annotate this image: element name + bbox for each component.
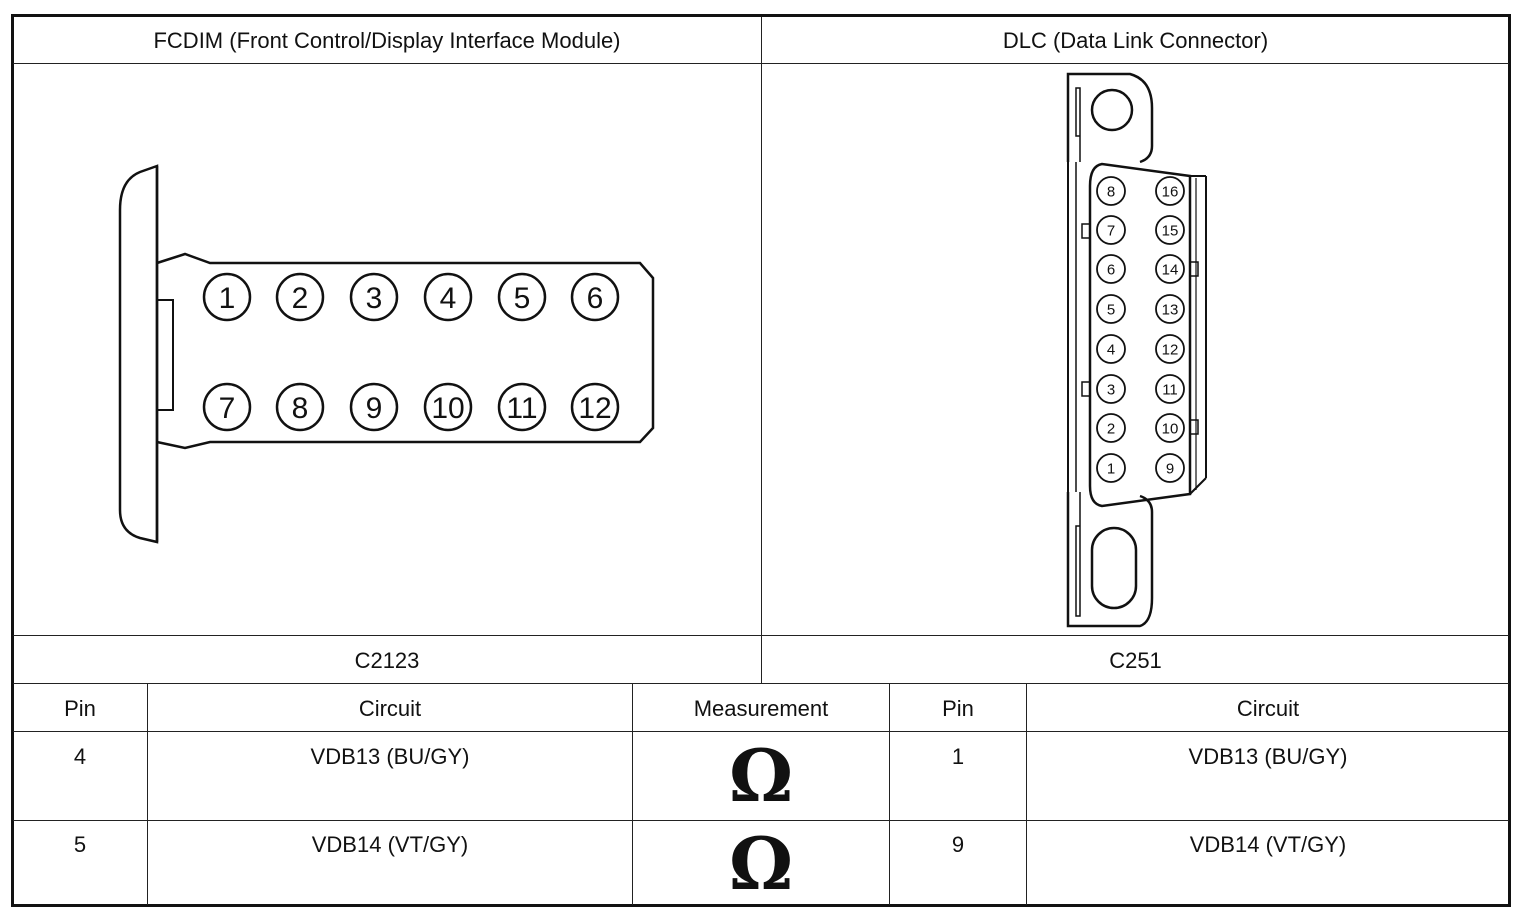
fcdim-pin-label-7: 7: [219, 392, 236, 425]
fcdim-pin-label-9: 9: [366, 392, 383, 425]
dlc-pin-label-1: 1: [1107, 460, 1115, 477]
fcdim-pin-label-11: 11: [506, 392, 537, 425]
dlc-pin-5: [1096, 294, 1126, 324]
center-divider: [761, 17, 762, 684]
dlc-pin-label-15: 15: [1162, 222, 1179, 239]
fcdim-pin-9: [349, 382, 399, 432]
dlc-pin-8: [1096, 176, 1126, 206]
dlc-pin-label-3: 3: [1107, 381, 1115, 398]
fcdim-pin-label-6: 6: [587, 282, 604, 315]
fcdim-connector-id: C2123: [354, 648, 420, 673]
row2-ohm-symbol: Ω: [728, 821, 794, 906]
dlc-pin-label-5: 5: [1107, 301, 1115, 318]
fcdim-pin-8: [275, 382, 325, 432]
fcdim-pin-12: [570, 382, 620, 432]
dlc-pin-label-7: 7: [1107, 222, 1115, 239]
col-header-measurement: Measurement: [693, 696, 829, 721]
fcdim-pin-label-12: 12: [578, 392, 611, 425]
row1-pin-a: 4: [73, 744, 87, 769]
fcdim-pin-5: [497, 272, 547, 322]
col-divider-4: [1026, 684, 1027, 905]
dlc-pin-9: [1155, 453, 1185, 483]
dlc-pin-label-11: 11: [1162, 381, 1178, 398]
col-header-circuit-a: Circuit: [358, 696, 422, 721]
fcdim-pin-10: [423, 382, 473, 432]
dlc-pin-3: [1096, 374, 1126, 404]
fcdim-pin-6: [570, 272, 620, 322]
fcdim-pin-4: [423, 272, 473, 322]
row1-ohm-symbol: Ω: [728, 733, 794, 818]
fcdim-pin-2: [275, 272, 325, 322]
col-divider-1: [147, 684, 148, 905]
diagram-frame: [11, 14, 1511, 907]
fcdim-pin-7: [202, 382, 252, 432]
dlc-pin-16: [1155, 176, 1185, 206]
dlc-pin-label-6: 6: [1107, 261, 1115, 278]
row2-pin-b: 9: [951, 832, 965, 857]
col-divider-3: [889, 684, 890, 905]
dlc-pin-4: [1096, 334, 1126, 364]
row1-circuit-a: VDB13 (BU/GY): [310, 744, 470, 769]
row2-pin-a: 5: [73, 832, 87, 857]
col-header-pin-b: Pin: [942, 696, 974, 721]
fcdim-pin-label-2: 2: [292, 282, 309, 315]
col-header-pin-a: Pin: [64, 696, 96, 721]
dlc-pin-12: [1155, 334, 1185, 364]
dlc-pin-label-2: 2: [1107, 420, 1115, 437]
dlc-pin-label-12: 12: [1162, 341, 1179, 358]
dlc-pin-13: [1155, 294, 1185, 324]
table-header-divider: [13, 731, 1509, 732]
dlc-pin-6: [1096, 254, 1126, 284]
fcdim-pin-label-5: 5: [514, 282, 531, 315]
fcdim-pin-1: [202, 272, 252, 322]
dlc-connector-diagram: 8 7 6 5 4 3 2 1 16 15 14 13 12 11 10 9: [1066, 72, 1207, 628]
dlc-pin-label-8: 8: [1107, 183, 1115, 200]
dlc-pin-label-16: 16: [1162, 183, 1179, 200]
row1-pin-b: 1: [951, 744, 965, 769]
fcdim-pin-label-3: 3: [366, 282, 383, 315]
fcdim-pin-11: [497, 382, 547, 432]
dlc-pin-1: [1096, 453, 1126, 483]
dlc-pin-14: [1155, 254, 1185, 284]
table-row-divider: [13, 820, 1509, 821]
fcdim-pin-3: [349, 272, 399, 322]
row2-circuit-a: VDB14 (VT/GY): [311, 832, 469, 857]
dlc-pin-label-10: 10: [1162, 420, 1179, 437]
dlc-pin-label-13: 13: [1162, 301, 1179, 318]
dlc-connector-id: C251: [1109, 648, 1162, 673]
fcdim-pin-label-10: 10: [431, 392, 464, 425]
fcdim-pin-label-1: 1: [219, 282, 236, 315]
fcdim-header: FCDIM (Front Control/Display Interface M…: [153, 28, 621, 53]
dlc-pin-10: [1155, 413, 1185, 443]
dlc-pin-2: [1096, 413, 1126, 443]
dlc-pin-label-14: 14: [1162, 261, 1179, 278]
dlc-pin-label-4: 4: [1107, 341, 1115, 358]
dlc-pin-7: [1096, 215, 1126, 245]
dlc-pin-15: [1155, 215, 1185, 245]
row1-circuit-b: VDB13 (BU/GY): [1188, 744, 1348, 769]
col-divider-2: [632, 684, 633, 905]
fcdim-pin-label-4: 4: [440, 282, 457, 315]
dlc-pin-label-9: 9: [1166, 460, 1174, 477]
col-header-circuit-b: Circuit: [1236, 696, 1300, 721]
row2-circuit-b: VDB14 (VT/GY): [1189, 832, 1347, 857]
dlc-pin-11: [1155, 374, 1185, 404]
fcdim-pin-label-8: 8: [292, 392, 309, 425]
dlc-header: DLC (Data Link Connector): [1002, 28, 1269, 53]
